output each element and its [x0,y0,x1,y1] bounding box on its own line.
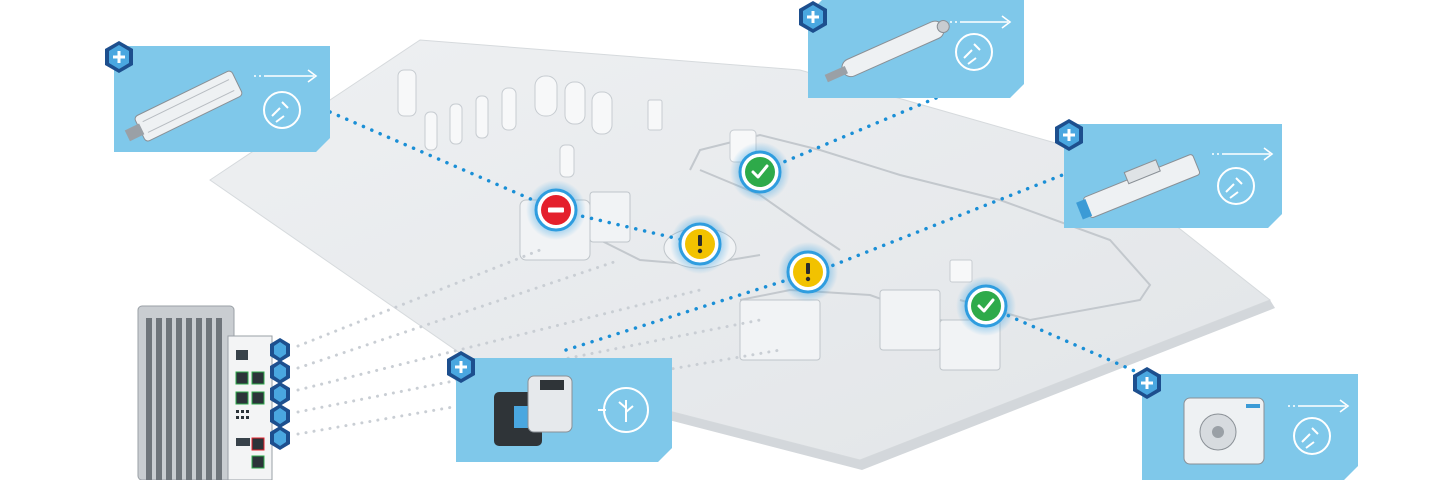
active-connections [328,96,1164,385]
edge-controller [137,305,273,480]
linear-actuator-card[interactable] [1064,124,1282,228]
maintenance-icon [956,34,992,70]
maintenance-icon [1218,168,1254,204]
add-badge-icon[interactable] [102,40,136,74]
add-badge-icon[interactable] [1130,366,1164,400]
round-cylinder-card-art [808,0,1024,98]
air-energy-unit-product [494,376,572,446]
status-warning-marker [670,214,730,274]
maintenance-icon [1294,418,1330,454]
status-error-marker [526,180,586,240]
add-badge-icon[interactable] [444,350,478,384]
compact-cylinder-card-art [1142,374,1358,480]
energy-card[interactable] [456,358,672,462]
arrow-right-icon [254,70,316,82]
compact-cylinder-card[interactable] [1142,374,1358,480]
linear-actuator-card-art [1064,124,1282,228]
controller-port-badges [270,338,290,450]
add-badge-icon[interactable] [1052,118,1086,152]
arrow-right-icon [1288,400,1348,412]
arrow-right-icon [950,16,1010,28]
energy-efficiency-icon [598,388,648,432]
round-cylinder-product [823,16,953,87]
status-ok-marker [730,142,790,202]
energy-card-art [456,358,672,462]
status-warning-marker [778,242,838,302]
status-ok-marker [956,276,1016,336]
profile-cylinder-product [121,70,243,149]
round-cylinder-card[interactable] [808,0,1024,98]
compact-cylinder-product [1184,398,1264,464]
maintenance-icon [264,92,300,128]
add-badge-icon[interactable] [796,0,830,34]
cylinder-card-art [114,46,330,152]
cylinder-card[interactable] [114,46,330,152]
arrow-right-icon [1212,148,1272,160]
linear-actuator-product [1072,146,1200,221]
